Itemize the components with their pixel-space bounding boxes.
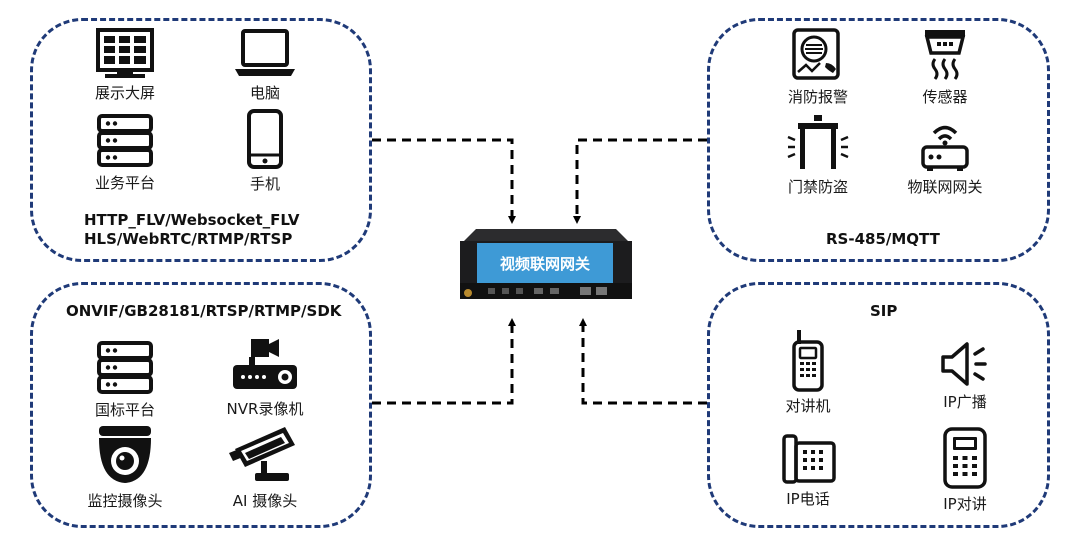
protocol-label: RS-485/MQTT (826, 230, 940, 248)
device-label: 门禁防盗 (787, 178, 848, 196)
device-gb-platform: 国标平台 (65, 340, 185, 420)
device-label: NVR录像机 (226, 400, 304, 418)
device-iot-router: 物联网网关 (885, 113, 1005, 197)
server-icon (97, 114, 153, 167)
protocol-label: HTTP_FLV/Websocket_FLV (84, 211, 300, 229)
desk-phone-icon (782, 434, 836, 484)
device-label: 国标平台 (94, 401, 155, 419)
device-label: 物联网网关 (907, 178, 983, 196)
device-label: 传感器 (922, 88, 968, 106)
device-label: 手机 (249, 175, 280, 193)
device-label: 电脑 (249, 84, 280, 102)
device-ip-broadcast: IP广播 (905, 340, 1025, 412)
sensor-icon (924, 30, 966, 80)
server-icon (97, 341, 153, 394)
connector-top-right (573, 138, 707, 224)
device-label: 业务平台 (94, 174, 155, 192)
device-dome-camera: 监控摄像头 (65, 423, 185, 511)
group-voice-devices (707, 282, 1050, 528)
walkie-talkie-icon (792, 330, 824, 392)
iot-router-icon (921, 125, 969, 171)
device-video-wall: 展示大屏 (65, 27, 185, 103)
connector-bottom-right (579, 318, 707, 405)
device-label: IP对讲 (943, 495, 987, 513)
group-display-clients (30, 18, 372, 262)
device-laptop: 电脑 (205, 27, 325, 103)
protocol-label: HLS/WebRTC/RTMP/RTSP (84, 230, 293, 248)
device-label: 对讲机 (785, 397, 831, 415)
device-access-gate: 门禁防盗 (758, 113, 878, 197)
protocol-label: SIP (870, 302, 898, 320)
group-iot-devices (707, 18, 1050, 262)
device-ip-phone: IP电话 (748, 433, 868, 509)
device-nvr-recorder: NVR录像机 (205, 335, 325, 419)
connector-bottom-left (372, 318, 516, 405)
intercom-panel-icon (943, 427, 987, 489)
laptop-icon (235, 29, 295, 76)
access-gate-icon (787, 115, 849, 169)
device-smartphone: 手机 (205, 108, 325, 194)
device-sensor: 传感器 (885, 27, 1005, 107)
speaker-icon (941, 342, 987, 386)
smartphone-icon (247, 109, 283, 169)
device-label: IP广播 (943, 393, 987, 411)
fire-alarm-icon (792, 28, 840, 80)
device-fire-alarm: 消防报警 (758, 27, 878, 107)
device-ip-intercom: IP对讲 (905, 426, 1025, 514)
device-label: AI 摄像头 (232, 492, 298, 510)
device-label: 监控摄像头 (87, 492, 163, 510)
device-walkie-talkie: 对讲机 (748, 328, 868, 416)
device-label: IP电话 (786, 490, 830, 508)
device-label: 展示大屏 (94, 84, 155, 102)
device-label: 消防报警 (787, 88, 848, 106)
nvr-recorder-icon (233, 339, 297, 389)
dome-camera-icon (99, 426, 151, 483)
gateway-label: 视频联网网关 (477, 243, 613, 283)
device-ai-camera: AI 摄像头 (205, 423, 325, 511)
group-video-sources (30, 282, 372, 528)
bullet-camera-icon (229, 427, 295, 481)
video-wall-icon (96, 28, 154, 78)
device-business-platform: 业务平台 (65, 113, 185, 193)
protocol-label: ONVIF/GB28181/RTSP/RTMP/SDK (66, 302, 342, 320)
connector-top-left (372, 138, 516, 224)
